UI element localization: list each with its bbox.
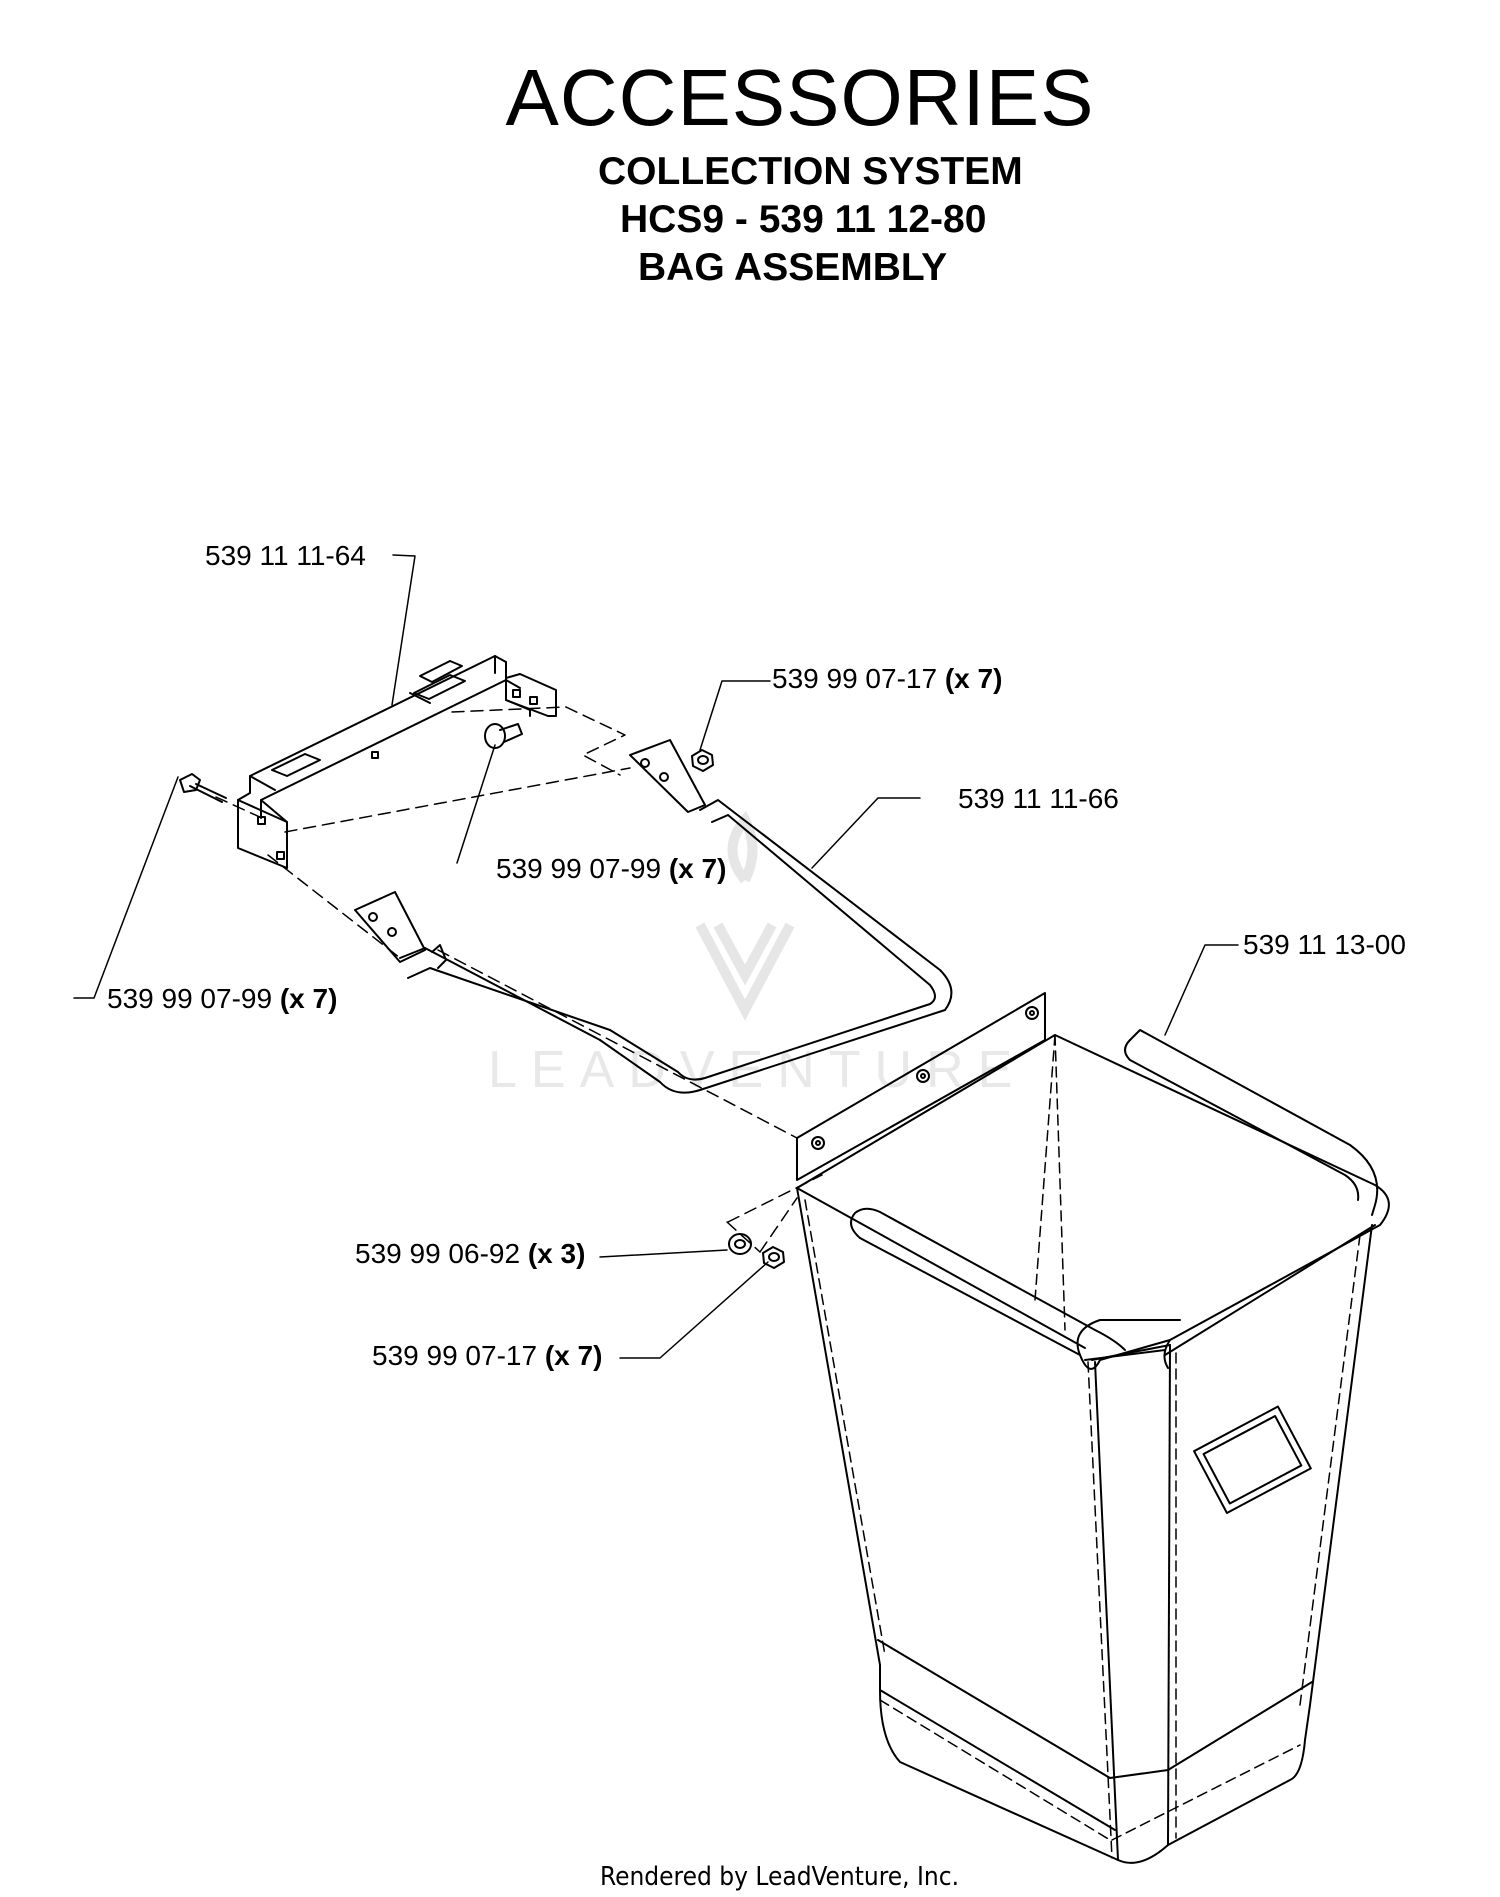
- callout-bag-assembly: 539 11 13-00: [1243, 929, 1406, 961]
- callout-quantity: (x 7): [944, 663, 1003, 694]
- callout-frame-tube: 539 11 11-66: [958, 783, 1119, 815]
- callout-quantity: (x 3): [527, 1238, 586, 1269]
- callout-quantity: (x 7): [544, 1340, 603, 1371]
- callout-part-number: 539 99 07-17: [772, 663, 938, 694]
- callout-part-number: 539 99 06-92: [355, 1238, 521, 1269]
- callout-bolt-center: 539 99 07-99 (x 7): [496, 853, 726, 885]
- callout-nut-lower: 539 99 07-17 (x 7): [372, 1340, 602, 1372]
- callout-bolt-left: 539 99 07-99 (x 7): [107, 983, 337, 1015]
- bag-assembly: [796, 992, 1390, 1864]
- nut-lower: [762, 1246, 785, 1269]
- page-title: ACCESSORIES: [505, 53, 1095, 142]
- callout-part-number: 539 99 07-17: [372, 1340, 538, 1371]
- footer-credit: Rendered by LeadVenture, Inc.: [600, 1862, 960, 1892]
- callout-part-number: 539 11 11-64: [205, 540, 366, 571]
- bag-hidden-lines: [804, 1034, 1361, 1859]
- subtitle-bag-assembly: BAG ASSEMBLY: [638, 246, 948, 289]
- mounting-bracket: [237, 655, 557, 869]
- callout-part-number: 539 11 13-00: [1243, 929, 1406, 960]
- callout-washer: 539 99 06-92 (x 3): [355, 1238, 585, 1270]
- callout-nut-top: 539 99 07-17 (x 7): [772, 663, 1002, 695]
- callout-quantity: (x 7): [668, 853, 727, 884]
- subtitle-collection-system: COLLECTION SYSTEM: [598, 150, 1023, 193]
- callout-part-number: 539 99 07-99: [496, 853, 662, 884]
- callout-part-number: 539 99 07-99: [107, 983, 273, 1014]
- bolt-center: [484, 723, 523, 749]
- leader-lines: [73, 554, 1239, 1359]
- frame-tube: [354, 739, 953, 1094]
- nut-top: [691, 749, 714, 772]
- washer-lower: [728, 1233, 752, 1255]
- callout-mounting-bracket: 539 11 11-64: [205, 540, 366, 572]
- bolt-left: [179, 773, 227, 803]
- assembly-lines: [215, 706, 823, 1253]
- callout-quantity: (x 7): [279, 983, 338, 1014]
- callout-part-number: 539 11 11-66: [958, 783, 1119, 814]
- subtitle-model-number: HCS9 - 539 11 12-80: [620, 198, 987, 241]
